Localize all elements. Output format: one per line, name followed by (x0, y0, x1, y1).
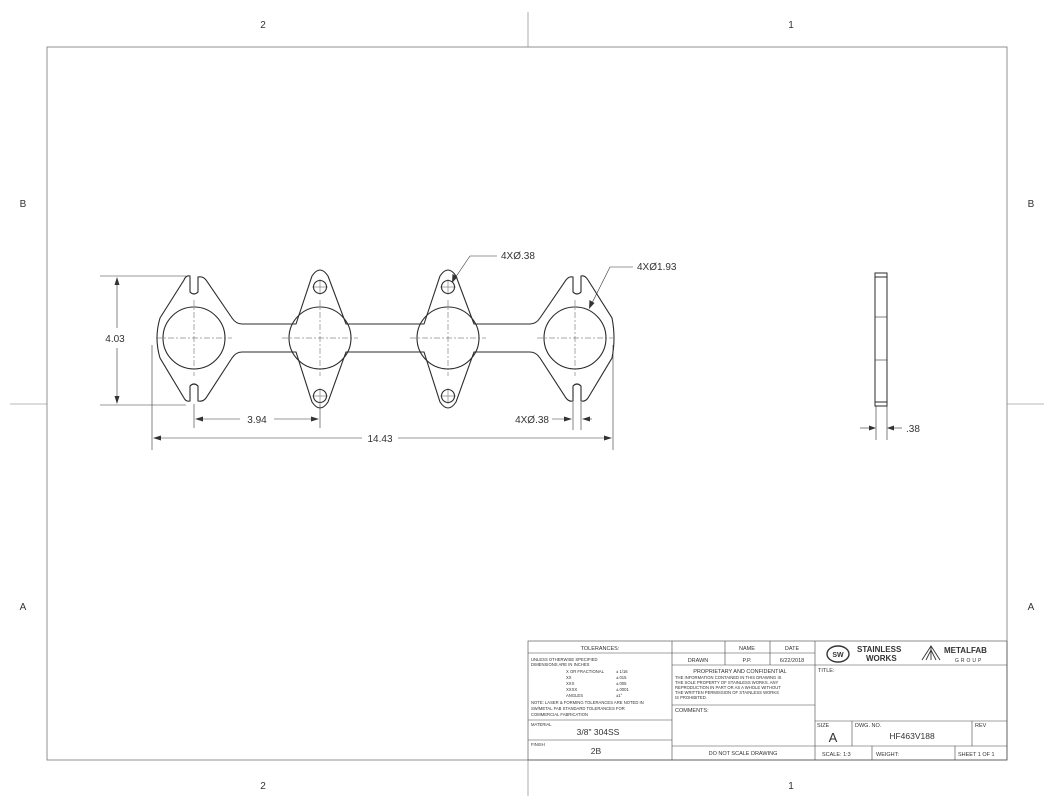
stainless-works-logo: SW STAINLESS WORKS (826, 645, 902, 663)
dwg-value: HF463V188 (889, 731, 935, 741)
tolerance-label-1: X OR FRACTIONAL (566, 669, 605, 674)
dim-height: 4.03 (105, 334, 125, 345)
tolerance-note-1: UNLESS OTHERWISE SPECIFIED (531, 657, 597, 662)
forming-note-3: COMMERCIAL FABRICATION (531, 712, 588, 717)
dimension-text: 4.03 14.43 3.94 4XØ.38 4XØ1.93 4XØ.38 .3… (105, 251, 920, 445)
tolerance-label-5: ANGLES (566, 693, 583, 698)
finish-value: 2B (591, 746, 602, 756)
forming-note-2: SW/METAL FAB STANDARD TOLERANCES FOR (531, 706, 625, 711)
zone-left-b: B (20, 199, 27, 210)
metal-fab-fan-icon (921, 645, 941, 661)
mf-logo-line2: GROUP (955, 658, 983, 664)
zone-labels: 2 1 2 1 B A B A (20, 20, 1035, 792)
dim-thickness: .38 (906, 424, 920, 435)
finish-label: FINISH (531, 742, 545, 747)
sw-logo-line2: WORKS (866, 654, 897, 663)
size-label: SIZE (817, 723, 830, 729)
drawn-name: P.P. (743, 658, 752, 664)
center-marks (156, 300, 613, 376)
tolerances-header: TOLERANCES: (581, 646, 620, 652)
sw-badge-icon (826, 645, 850, 663)
tolerance-label-2: XX (566, 675, 572, 680)
sheet-label: SHEET 1 OF 1 (958, 752, 995, 758)
sw-logo-line1: STAINLESS (857, 645, 902, 654)
proprietary-line-3: REPRODUCTION IN PART OR AS A WHOLE WITHO… (675, 685, 781, 690)
drawn-label: DRAWN (688, 658, 709, 664)
side-view-arrows (869, 425, 894, 431)
zone-right-b: B (1028, 199, 1035, 210)
date-header: DATE (785, 646, 800, 652)
proprietary-line-2: THE SOLE PROPERTY OF STAINLESS WORKS. AN… (675, 680, 779, 685)
size-value: A (829, 730, 838, 745)
name-header: NAME (739, 646, 755, 652)
material-label: MATERIAL (531, 722, 552, 727)
sw-badge-text: SW (832, 652, 844, 659)
rev-label: REV (975, 723, 987, 729)
tolerance-value-1: ± 1/16 (616, 669, 628, 674)
dim-small-hole: 4XØ.38 (501, 251, 535, 262)
comments-label: COMMENTS: (675, 708, 709, 714)
dim-port-hole: 4XØ1.93 (637, 262, 677, 273)
mf-logo-line1: METALFAB (944, 646, 987, 655)
sheet-frame (10, 12, 1044, 796)
title-block (527, 640, 1008, 761)
title-block-text: TOLERANCES: UNLESS OTHERWISE SPECIFIED D… (531, 646, 995, 758)
do-not-scale: DO NOT SCALE DRAWING (709, 751, 778, 757)
dwg-label: DWG. NO. (855, 723, 882, 729)
dim-width: 14.43 (367, 434, 392, 445)
title-label: TITLE: (818, 668, 835, 674)
flange-side-view (860, 272, 902, 440)
drawn-date: 6/22/2018 (780, 658, 804, 664)
proprietary-line-4: THE WRITTEN PERMISSION OF STAINLESS WORK… (675, 690, 779, 695)
metal-fab-logo: METALFAB GROUP (921, 645, 987, 664)
tolerance-note-2: DIMENSIONS ARE IN INCHES (531, 662, 590, 667)
tolerance-value-2: ±.015 (616, 675, 627, 680)
zone-top-1: 1 (788, 20, 794, 31)
zone-bottom-2: 2 (260, 781, 266, 792)
forming-note-1: NOTE: LASER & FORMING TOLERANCES ARE NOT… (531, 700, 644, 705)
zone-bottom-1: 1 (788, 781, 794, 792)
dim-slot: 4XØ.38 (515, 415, 549, 426)
tolerance-value-4: ±.0001 (616, 687, 629, 692)
scale-label: SCALE: 1:3 (822, 752, 851, 758)
dimension-arrows (114, 274, 612, 441)
tolerance-label-4: XXXX (566, 687, 577, 692)
zone-left-a: A (20, 602, 27, 613)
bolt-center-marks (312, 279, 456, 404)
dim-pitch: 3.94 (247, 415, 267, 426)
zone-top-2: 2 (260, 20, 266, 31)
tolerance-value-3: ±.005 (616, 681, 627, 686)
proprietary-line-5: IS PROHIBITED. (675, 695, 707, 700)
material-value: 3/8" 304SS (577, 727, 620, 737)
dimension-lines (100, 255, 633, 450)
proprietary-line-1: THE INFORMATION CONTAINED IN THIS DRAWIN… (675, 675, 782, 680)
weight-label: WEIGHT: (876, 752, 899, 758)
flange-outline (156, 269, 615, 409)
tolerance-label-3: XXX (566, 681, 575, 686)
flange-front-view (156, 269, 615, 409)
zone-right-a: A (1028, 602, 1035, 613)
proprietary-title: PROPRIETARY AND CONFIDENTIAL (693, 669, 787, 675)
tolerance-value-5: ±1° (616, 693, 623, 698)
